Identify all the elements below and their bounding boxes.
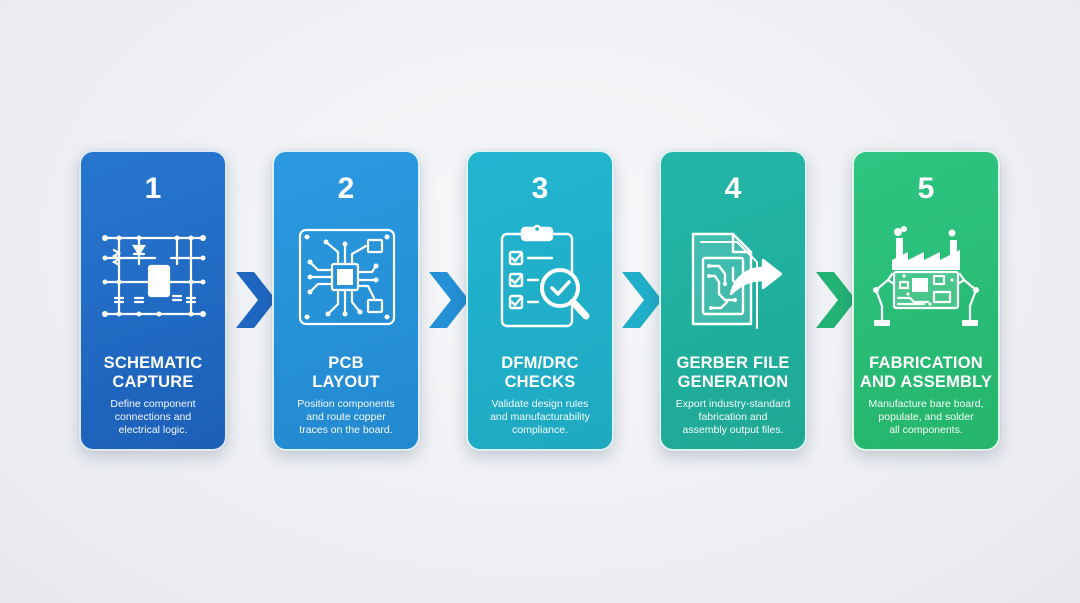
step-number: 4 [724,172,742,205]
step-description: Manufacture bare board, populate, and so… [868,398,984,436]
pcb-layout-icon [288,224,404,334]
schematic-icon [95,224,211,334]
chevron-arrow-icon [814,268,858,332]
step-title: PCB LAYOUT [312,354,380,391]
factory-robot-icon [868,224,984,334]
step-title: GERBER FILE GENERATION [676,354,790,391]
step-number: 1 [144,172,162,205]
chevron-arrow-icon [427,268,471,332]
step-card-pcb-layout: 2 [272,150,420,451]
step-card-gerber-file-generation: 4 GERBER FILE GENERATION Export indu [659,150,807,451]
chevron-arrow-icon [620,268,664,332]
step-card-dfm-drc-checks: 3 DFM/DRC CHECKS Validate design [466,150,614,451]
file-export-icon [675,224,791,334]
step-description: Export industry-standard fabrication and… [675,398,791,436]
step-card-schematic-capture: 1 [79,150,227,451]
step-description: Position components and route copper tra… [297,398,395,436]
step-title: DFM/DRC CHECKS [501,354,579,391]
step-title: FABRICATION AND ASSEMBLY [859,354,993,391]
step-card-fabrication-assembly: 5 [852,150,1000,451]
step-title: SCHEMATIC CAPTURE [103,354,203,391]
step-number: 2 [337,172,355,205]
step-number: 3 [531,172,549,205]
step-description: Validate design rules and manufacturabil… [490,398,590,436]
chevron-arrow-icon [234,268,278,332]
step-description: Define component connections and electri… [110,398,196,436]
checklist-magnifier-icon [482,224,598,334]
step-number: 5 [917,172,935,205]
